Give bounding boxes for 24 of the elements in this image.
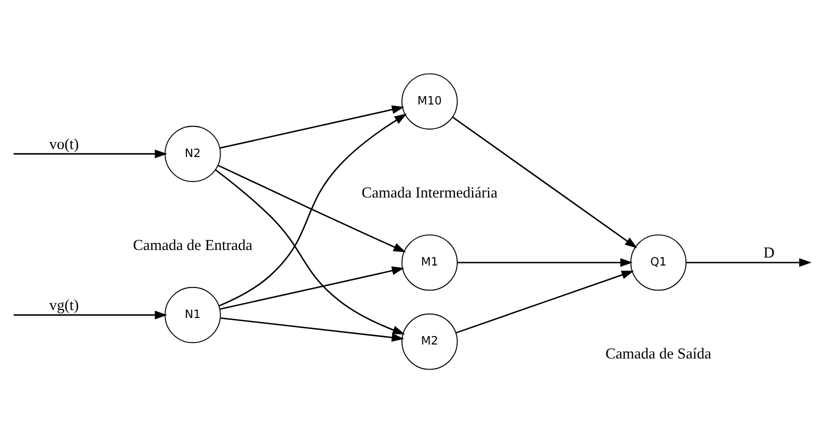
edge-label: D (763, 244, 774, 262)
edge-label: vg(t) (49, 296, 79, 314)
node-circle: M1 (401, 234, 458, 290)
arrow (218, 164, 406, 252)
arrow (215, 168, 406, 334)
node-circle: M10 (401, 72, 458, 130)
arrow (452, 116, 638, 248)
node-circle: N2 (164, 125, 221, 182)
arrow (14, 310, 168, 319)
edge-label: vo(t) (49, 135, 79, 152)
label: Camada de Entrada (133, 236, 252, 254)
arrow (456, 270, 634, 333)
arrow (218, 113, 407, 306)
arrow (686, 258, 812, 266)
node-circle: Q1 (630, 234, 687, 290)
arrow (457, 258, 633, 266)
arrow (14, 149, 168, 158)
label: Camada Intermediária (362, 184, 498, 202)
arrow (220, 316, 404, 342)
node-circle: M2 (401, 313, 458, 370)
node-circle: N1 (164, 286, 221, 343)
label: Camada de Saída (605, 345, 712, 362)
arrow (220, 266, 404, 310)
arrow (220, 104, 404, 148)
